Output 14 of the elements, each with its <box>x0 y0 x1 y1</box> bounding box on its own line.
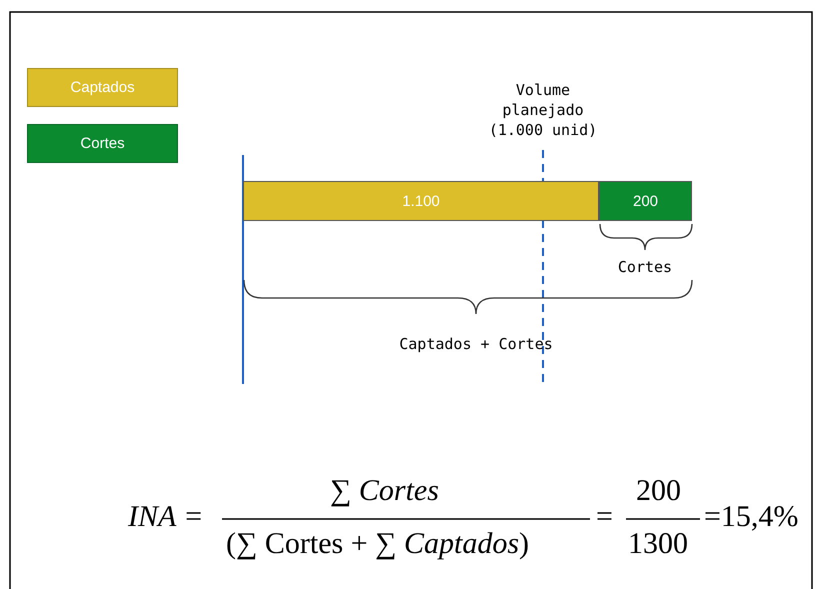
bar-segment: 1.100 <box>243 181 599 221</box>
bracket-label: Captados + Cortes <box>398 334 554 354</box>
formula-text: =15,4% <box>704 500 798 534</box>
formula-text: 1300 <box>628 527 688 561</box>
bracket-label: Cortes <box>616 257 674 277</box>
formula-text: ∑ Cortes <box>330 474 439 508</box>
legend-swatch: Cortes <box>27 124 178 163</box>
formula-text: (∑ Cortes + ∑ Captados) <box>226 527 530 561</box>
bar-segment: 200 <box>599 181 692 221</box>
formula-text: 200 <box>636 474 681 508</box>
formula-text: INA = <box>128 500 204 534</box>
legend-swatch: Captados <box>27 68 178 107</box>
formula-text: = <box>596 500 613 534</box>
annotation-text: Volume planejado (1.000 unid) <box>488 80 598 140</box>
